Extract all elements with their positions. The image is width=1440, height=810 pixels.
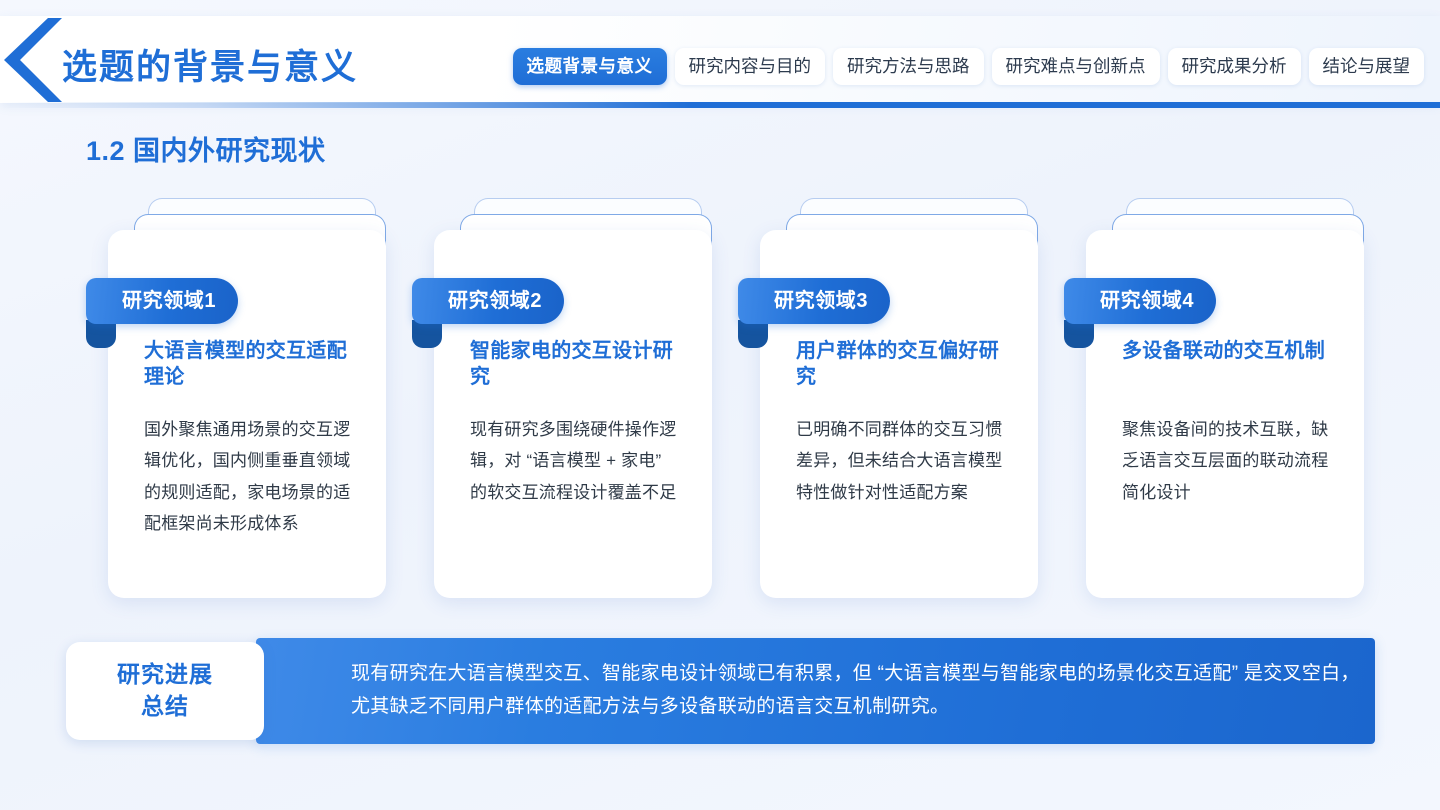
card-surface[interactable]: 研究领域3 用户群体的交互偏好研究 已明确不同群体的交互习惯差异，但未结合大语言… [738, 230, 1038, 598]
research-field-card-3: 研究领域3 用户群体的交互偏好研究 已明确不同群体的交互习惯差异，但未结合大语言… [738, 198, 1038, 598]
card-badge-label: 研究领域3 [738, 278, 891, 324]
card-badge-ribbon: 研究领域1 [86, 278, 239, 348]
page-title: 选题的背景与意义 [62, 48, 359, 87]
summary-badge-label: 研究进展 总结 [117, 659, 213, 722]
card-heading: 用户群体的交互偏好研究 [796, 340, 999, 389]
ribbon-fold [1064, 320, 1094, 348]
ribbon-fold [738, 320, 768, 348]
tab-conclusion[interactable]: 结论与展望 [1308, 48, 1424, 85]
research-field-card-1: 研究领域1 大语言模型的交互适配理论 国外聚焦通用场景的交互逻辑优化，国内侧重垂… [86, 198, 386, 598]
tab-topic-background[interactable]: 选题背景与意义 [512, 48, 667, 85]
summary-bar [256, 638, 1375, 744]
card-surface[interactable]: 研究领域2 智能家电的交互设计研究 现有研究多围绕硬件操作逻辑，对 “语言模型 … [412, 230, 712, 598]
card-badge-label: 研究领域4 [1064, 278, 1217, 324]
tab-research-method[interactable]: 研究方法与思路 [833, 48, 984, 85]
card-surface[interactable]: 研究领域1 大语言模型的交互适配理论 国外聚焦通用场景的交互逻辑优化，国内侧重垂… [86, 230, 386, 598]
card-badge-ribbon: 研究领域3 [738, 278, 891, 348]
summary-badge-line-1: 研究进展 [117, 661, 213, 688]
card-surface[interactable]: 研究领域4 多设备联动的交互机制 聚焦设备间的技术互联，缺乏语言交互层面的联动流… [1064, 230, 1364, 598]
card-heading: 大语言模型的交互适配理论 [144, 340, 347, 389]
tab-research-content[interactable]: 研究内容与目的 [674, 48, 825, 85]
card-heading: 多设备联动的交互机制 [1122, 340, 1325, 362]
section-heading: 1.2 国内外研究现状 [86, 136, 326, 166]
tab-bar: 选题背景与意义 研究内容与目的 研究方法与思路 研究难点与创新点 研究成果分析 … [512, 48, 1424, 85]
page-header: 选题的背景与意义 选题背景与意义 研究内容与目的 研究方法与思路 研究难点与创新… [0, 0, 1440, 108]
ribbon-fold [86, 320, 116, 348]
card-badge-label: 研究领域2 [412, 278, 565, 324]
card-body-text: 现有研究多围绕硬件操作逻辑，对 “语言模型 + 家电” 的软交互流程设计覆盖不足 [470, 420, 677, 502]
chevron-left-icon [4, 18, 62, 102]
card-body-text: 已明确不同群体的交互习惯差异，但未结合大语言模型特性做针对性适配方案 [796, 420, 1003, 502]
tab-research-difficulty[interactable]: 研究难点与创新点 [991, 48, 1160, 85]
research-field-card-4: 研究领域4 多设备联动的交互机制 聚焦设备间的技术互联，缺乏语言交互层面的联动流… [1064, 198, 1364, 598]
tab-research-results[interactable]: 研究成果分析 [1167, 48, 1301, 85]
card-heading: 智能家电的交互设计研究 [470, 340, 673, 389]
research-field-card-2: 研究领域2 智能家电的交互设计研究 现有研究多围绕硬件操作逻辑，对 “语言模型 … [412, 198, 712, 598]
summary-paragraph: 现有研究在大语言模型交互、智能家电设计领域已有积累，但 “大语言模型与智能家电的… [351, 663, 1360, 717]
card-body-text: 聚焦设备间的技术互联，缺乏语言交互层面的联动流程简化设计 [1122, 420, 1329, 502]
summary-badge: 研究进展 总结 [66, 642, 264, 740]
card-body-text: 国外聚焦通用场景的交互逻辑优化，国内侧重垂直领域的规则适配，家电场景的适配框架尚… [144, 420, 351, 534]
card-badge-ribbon: 研究领域4 [1064, 278, 1217, 348]
research-progress-summary: 研究进展 总结 现有研究在大语言模型交互、智能家电设计领域已有积累，但 “大语言… [66, 638, 1375, 744]
ribbon-fold [412, 320, 442, 348]
header-underline [0, 102, 1440, 108]
card-badge-ribbon: 研究领域2 [412, 278, 565, 348]
research-field-card-list: 研究领域1 大语言模型的交互适配理论 国外聚焦通用场景的交互逻辑优化，国内侧重垂… [86, 198, 1364, 598]
card-badge-label: 研究领域1 [86, 278, 239, 324]
summary-badge-line-2: 总结 [141, 693, 189, 719]
